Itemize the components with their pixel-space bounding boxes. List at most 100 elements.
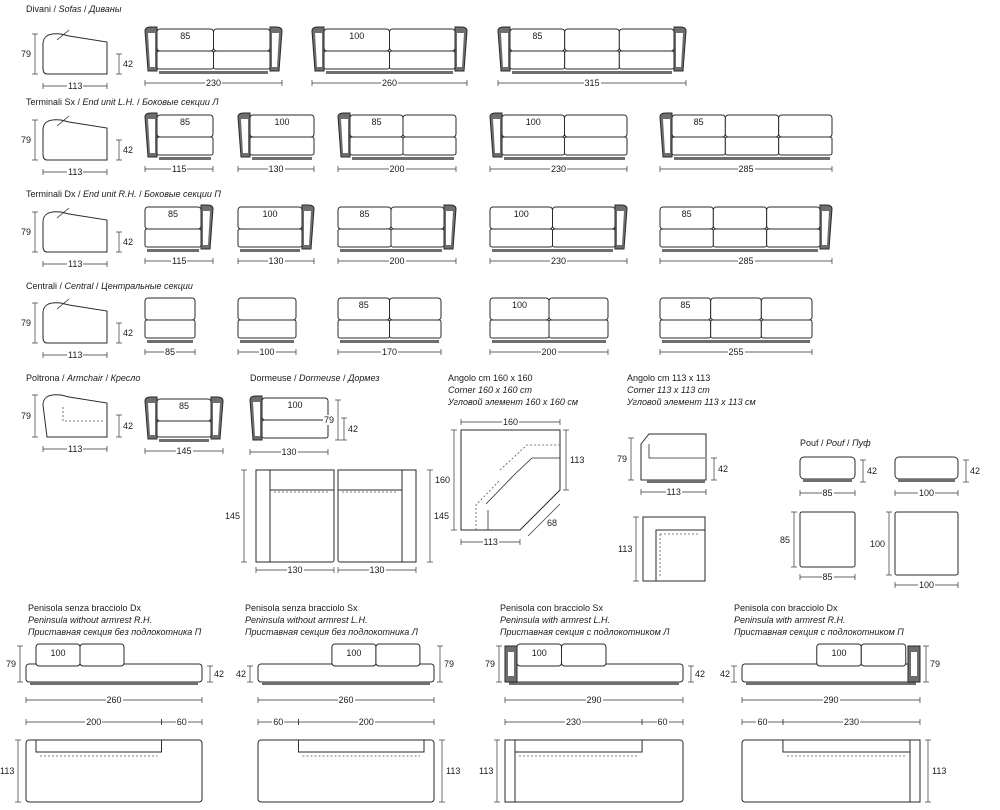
seat-cushion [213,50,271,70]
seat-cushion [261,419,329,439]
back-cushion [548,297,609,321]
corner-plan-inner [485,457,560,530]
sofa-base [240,249,300,252]
seat-cushion [144,319,196,339]
back-cushion [337,206,392,230]
back-cushion [489,206,553,230]
chaise-body [741,663,921,683]
seat-cushion [337,319,390,339]
sofa-base [159,71,268,74]
plan-armrest [401,469,417,563]
seat-cushion [766,228,821,248]
chaise-base [30,682,198,685]
back-cushion [552,206,616,230]
seat-cushion [237,319,297,339]
seat-cushion [349,136,404,156]
chaise-body [504,663,684,683]
sofa-base [492,340,606,343]
plan-backrest [269,469,335,491]
armrest-detail [148,403,155,435]
armrest-detail [493,119,500,153]
sofa-base [340,249,442,252]
armrest-detail [822,211,829,245]
armchair-arm-outline [62,407,103,422]
sofa-base [662,249,818,252]
armrest-detail [148,119,155,153]
seat-cushion [710,319,762,339]
sofa-base [240,340,294,343]
headrest-line [56,29,70,41]
back-cushion [144,297,196,321]
chaise-base [262,682,430,685]
sofa-base [352,157,454,160]
armrest-detail [203,211,210,245]
plan-backrest [514,739,643,753]
back-cushion [564,114,628,138]
seat-cushion [671,136,726,156]
back-cushion [501,114,565,138]
chaise-body [25,663,203,683]
armrest-detail [911,652,917,676]
seat-cushion [509,50,566,70]
back-cushion [710,297,762,321]
seat-cushion [323,50,390,70]
sofa-base [159,157,211,160]
sofa-base [512,71,672,74]
armrest-detail [341,119,348,153]
pouf-front [894,456,959,480]
dimension-line [527,503,561,537]
back-cushion [389,28,456,52]
sofa-base [492,249,613,252]
back-cushion [489,297,550,321]
corner-seat-line [648,444,705,459]
armchair-profile [42,394,108,438]
sofa-base [147,340,193,343]
plan-armrest [255,469,271,563]
side-profile [42,211,108,253]
chaise-base [746,682,916,685]
headrest-line [56,207,70,219]
back-cushion [156,28,214,52]
armrest-detail [272,33,279,67]
back-cushion [712,206,768,230]
back-cushion [724,114,780,138]
back-cushion [249,114,315,138]
plan-backrest [35,739,163,753]
back-cushion [860,643,907,667]
back-cushion [659,206,714,230]
back-cushion [237,297,297,321]
side-profile [42,302,108,344]
back-cushion [79,643,125,667]
seat-cushion [778,136,833,156]
armrest-detail [304,211,311,245]
side-profile [42,119,108,161]
seat-cushion [489,228,553,248]
armrest-detail [617,211,624,245]
sofa-base [340,340,439,343]
armrest-detail [663,119,670,153]
corner-side-profile [640,433,707,481]
pouf-plan [799,511,856,568]
back-cushion [237,206,303,230]
seat-cushion [390,228,445,248]
sofa-base [159,439,209,442]
armrest-detail [501,33,508,67]
back-cushion [261,397,329,421]
corner-base [647,480,705,483]
armrest-detail [213,403,220,435]
sofa-base [326,71,453,74]
plan-backrest [782,739,911,753]
seat-cushion [237,228,303,248]
plan-backrest [337,469,403,491]
back-cushion [561,643,607,667]
armrest-detail [508,652,514,676]
headrest-line [56,115,70,127]
back-cushion [564,28,620,52]
armrest-detail [241,119,248,153]
corner-plan-seams [475,444,560,530]
back-cushion [156,114,214,138]
corner-113-seam [659,533,700,578]
armrest-detail [446,211,453,245]
back-cushion [766,206,821,230]
